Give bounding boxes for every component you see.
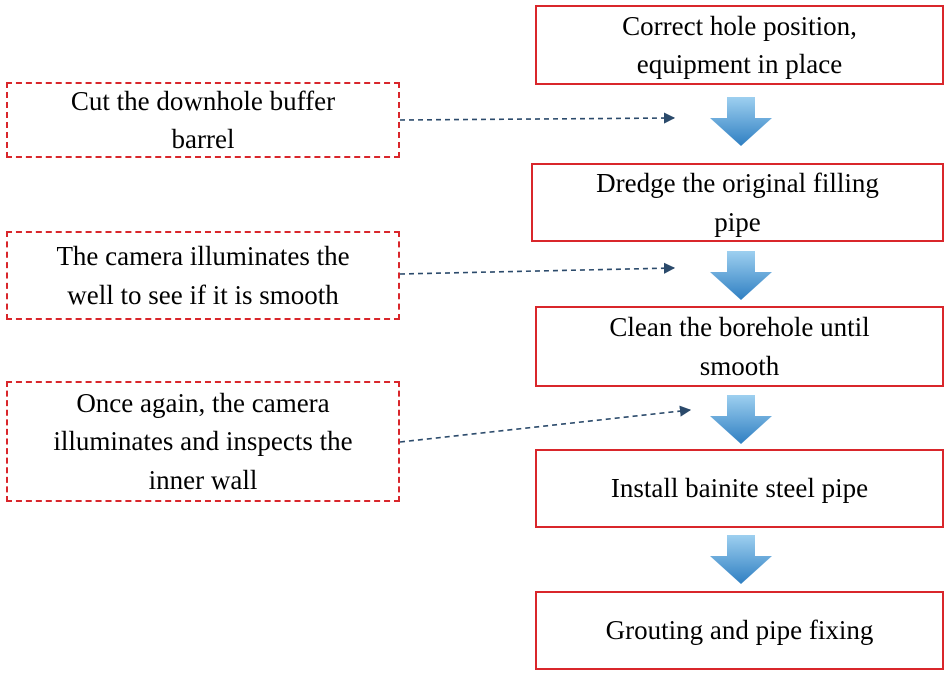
step-text-5: Grouting and pipe fixing [605,615,874,646]
step-text-3: Clean the borehole until smooth [609,312,870,381]
down-arrow-4 [710,535,772,584]
inspection-box-1: Cut the downhole buffer barrel [6,82,400,158]
inspection-text-3: Once again, the camera illuminates and i… [53,388,353,495]
down-arrow-3 [710,395,772,444]
step-box-4: Install bainite steel pipe [535,449,944,528]
step-text-1: Correct hole position, equipment in plac… [622,10,857,79]
dashed-link-3 [399,405,692,443]
step-box-5: Grouting and pipe fixing [535,591,944,670]
dashed-link-1 [399,112,676,124]
step-text-4: Install bainite steel pipe [610,473,869,504]
down-arrow-1 [710,97,772,146]
step-box-1: Correct hole position, equipment in plac… [535,5,944,85]
inspection-text-1: Cut the downhole buffer barrel [70,85,336,154]
down-arrow-2 [710,251,772,300]
inspection-text-2: The camera illuminates the well to see i… [56,241,350,310]
inspection-box-3: Once again, the camera illuminates and i… [6,381,400,502]
step-text-2: Dredge the original filling pipe [596,168,879,237]
dashed-link-2 [399,262,676,275]
step-box-3: Clean the borehole until smooth [535,306,944,387]
inspection-box-2: The camera illuminates the well to see i… [6,231,400,320]
step-box-2: Dredge the original filling pipe [531,163,944,242]
